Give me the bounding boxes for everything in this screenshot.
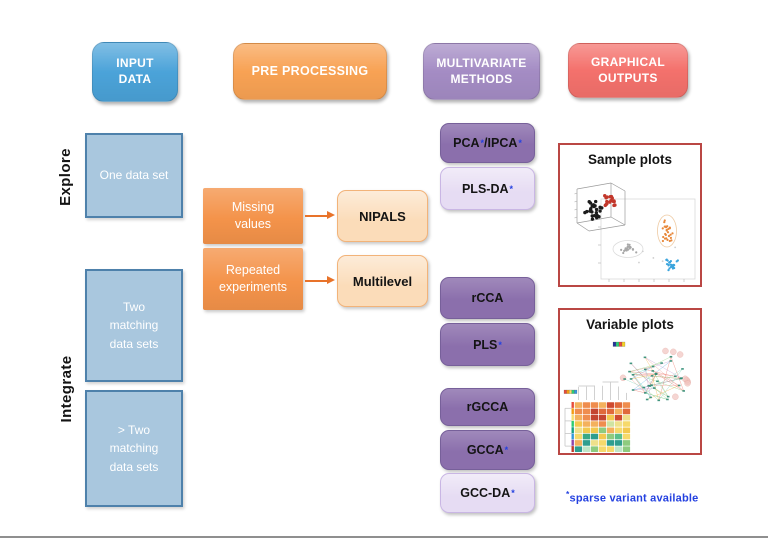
arrow-missing-to-nipals [305,211,335,219]
header-input-data-label: INPUT DATA [116,56,154,86]
sample-plots-thumbnail [574,182,696,282]
rgcca-label: rGCCA [466,400,509,414]
sample-plots-title: Sample plots [587,152,673,167]
pls-da-label: PLS-DA [461,181,509,196]
preproc-box-repeated-experiments: Repeated experiments [203,248,303,310]
header-graphical-outputs: GRAPHICAL OUTPUTS [568,43,688,98]
method-box-pca-ipca: PCA*/IPCA* [440,123,535,163]
preproc-box-multilevel: Multilevel [337,255,428,307]
bottom-edge-line [0,536,768,538]
footnote-asterisk: * [566,489,570,499]
method-box-pls: PLS* [440,323,535,366]
header-multivariate-methods-label: MULTIVARIATE METHODS [436,55,527,86]
header-pre-processing: PRE PROCESSING [233,43,387,100]
two-matching-label: Two matching data sets [109,299,159,351]
input-box-gt-two-matching-data-sets: > Two matching data sets [85,390,183,507]
variable-plots-thumbnail [563,341,692,452]
preproc-box-nipals: NIPALS [337,190,428,242]
footnote-sparse-variant: *sparse variant available [566,489,736,505]
input-box-one-data-set: One data set [85,133,183,218]
row-label-integrate: Integrate [58,355,75,423]
panel-sample-plots: Sample plots [558,143,702,287]
footnote-text: sparse variant available [569,492,699,505]
one-data-set-label: One data set [99,168,169,183]
pca-label: PCA [453,136,480,150]
header-pre-processing-label: PRE PROCESSING [251,64,369,79]
repeated-experiments-label: Repeated experiments [218,263,288,294]
variable-plots-title: Variable plots [586,317,674,332]
panel-variable-plots: Variable plots [558,308,702,455]
method-box-rgcca: rGCCA [440,388,535,426]
gcca-label: GCCA [466,443,504,457]
rcca-label: rCCA [471,291,504,305]
pls-label: PLS [473,337,498,352]
row-label-explore: Explore [57,148,74,206]
method-box-rcca: rCCA [440,277,535,319]
gt-two-matching-label: > Two matching data sets [109,422,159,474]
arrow-repeated-to-multilevel [305,276,335,284]
method-box-gcc-da: GCC-DA* [440,473,535,513]
method-box-gcca: GCCA* [440,430,535,470]
ipca-label: /IPCA [484,136,518,150]
method-box-pls-da: PLS-DA* [440,167,535,210]
input-box-two-matching-data-sets: Two matching data sets [85,269,183,382]
multilevel-label: Multilevel [352,273,413,289]
missing-values-label: Missing values [231,200,275,231]
preproc-box-missing-values: Missing values [203,188,303,244]
gcc-da-label: GCC-DA [460,486,511,500]
nipals-label: NIPALS [359,208,406,224]
header-input-data: INPUT DATA [92,42,178,102]
header-graphical-outputs-label: GRAPHICAL OUTPUTS [590,54,666,85]
header-multivariate-methods: MULTIVARIATE METHODS [423,43,540,100]
